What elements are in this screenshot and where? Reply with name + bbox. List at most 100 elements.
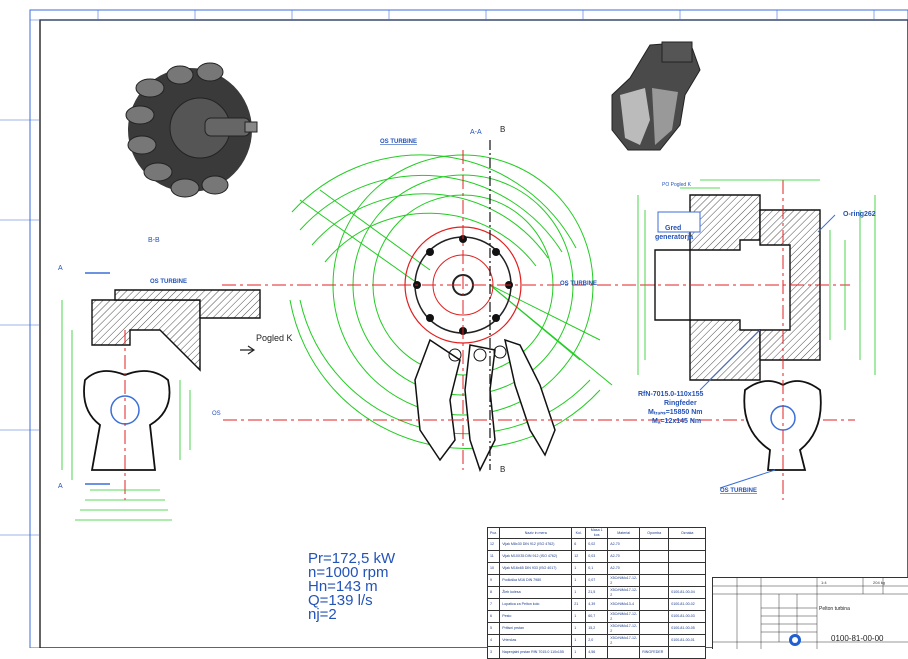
bom-cell: 60,7 bbox=[585, 610, 609, 623]
bom-cell: 10 bbox=[486, 562, 501, 575]
os-turbine-label-right: OS TURBINE bbox=[720, 488, 757, 494]
runner-section-view bbox=[222, 140, 855, 472]
spec-flow: Q=139 l/s bbox=[308, 592, 373, 609]
spec-jets: nj=2 bbox=[308, 606, 337, 623]
bom-cell: A2-70 bbox=[607, 550, 641, 563]
bom-cell: Lopatica za Pelton kolo bbox=[499, 598, 573, 611]
bom-cell: 11 bbox=[486, 550, 501, 563]
bom-cell bbox=[639, 622, 670, 635]
bom-cell: X5CrNiMo17-12-2 bbox=[607, 610, 641, 623]
bom-header: Opomba bbox=[639, 527, 670, 539]
bom-cell: 0100-81-00-03 bbox=[668, 610, 707, 623]
ringfeder-line-3: Mₜᵣₐₙₛ=15850 Nm bbox=[648, 409, 702, 416]
bom-cell: Podloška M16 DIN 7980 bbox=[499, 574, 573, 587]
bom-cell: 21,5 bbox=[585, 586, 609, 599]
bom-cell: A2-70 bbox=[607, 562, 641, 575]
bom-cell: A2-70 bbox=[607, 538, 641, 551]
drawing-number: 0100-81-00-00 bbox=[831, 634, 884, 643]
bom-cell: 1 bbox=[571, 586, 587, 599]
po-pogled-k-label: PO Pogled K bbox=[662, 182, 692, 188]
bom-header: Kol. bbox=[571, 527, 587, 539]
bom-cell: 1 bbox=[571, 634, 587, 647]
bom-cell: X5CrNiMo17-12-2 bbox=[607, 586, 641, 599]
bom-cell: 4,56 bbox=[585, 646, 609, 659]
bom-cell: 0100-81-00-04 bbox=[668, 586, 707, 599]
section-bb-view bbox=[61, 272, 261, 521]
bom-cell bbox=[639, 598, 670, 611]
bom-cell: X5CrNiMo17-12-2 bbox=[607, 574, 641, 587]
bom-header: Material bbox=[607, 527, 641, 539]
bom-cell bbox=[639, 610, 670, 623]
bom-cell: 0,1 bbox=[585, 562, 609, 575]
bom-cell bbox=[668, 538, 707, 551]
bom-header: Masa 1 kos bbox=[585, 527, 609, 539]
bom-cell: 12 bbox=[486, 538, 501, 551]
bom-cell bbox=[668, 562, 707, 575]
bom-header: Naziv in mera bbox=[499, 527, 573, 539]
bom-header: Poz. bbox=[486, 527, 501, 539]
mass-value: 204 kg bbox=[873, 580, 886, 585]
bom-cell: 0100-81-00-05 bbox=[668, 622, 707, 635]
bom-cell: 0100-81-00-02 bbox=[668, 598, 707, 611]
bom-cell: 6 bbox=[571, 538, 587, 551]
section-a-marker-bottom: A bbox=[58, 483, 63, 490]
bom-cell bbox=[607, 646, 641, 659]
bom-cell: 5 bbox=[486, 622, 501, 635]
bom-cell: 0,03 bbox=[585, 550, 609, 563]
section-b-marker-top: B bbox=[500, 125, 505, 134]
os-label: OS bbox=[212, 411, 221, 417]
section-aa-label: A-A bbox=[470, 129, 482, 136]
bom-cell: Vijak M10X35 DIN 912 (ISO 4762) bbox=[499, 550, 573, 563]
spec-speed: n=1000 rpm bbox=[308, 564, 389, 581]
outer-frame bbox=[29, 9, 908, 648]
os-turbine-label-center: OS TURBINE bbox=[560, 281, 597, 287]
bom-cell bbox=[639, 550, 670, 563]
bom-cell: Vijak M8x30 DIN 912 (ISO 4762) bbox=[499, 538, 573, 551]
bom-cell: 21 bbox=[571, 598, 587, 611]
o-ring-label: O-ring262 bbox=[843, 211, 876, 218]
bom-cell: 7 bbox=[486, 598, 501, 611]
bom-cell: Vijak M16x65 DIN 933 (ISO 4017) bbox=[499, 562, 573, 575]
bom-cell: 0100-81-00-01 bbox=[668, 634, 707, 647]
spec-head: Hn=143 m bbox=[308, 578, 378, 595]
bom-header-row: Poz. Naziv in mera Kol. Masa 1 kos Mater… bbox=[486, 527, 707, 539]
bom-cell: X5CrNiMo17-12-2 bbox=[607, 634, 641, 647]
bom-cell: Pesto bbox=[499, 610, 573, 623]
section-bb-label: B-B bbox=[148, 237, 160, 244]
section-b-marker-bottom: B bbox=[500, 465, 505, 474]
bom-cell bbox=[668, 574, 707, 587]
bom-cell: 12 bbox=[571, 550, 587, 563]
ringfeder-line-4: Mₐ=12x145 Nm bbox=[652, 418, 701, 425]
bom-cell: 1 bbox=[571, 622, 587, 635]
bom-cell: 9 bbox=[486, 574, 501, 587]
bom-cell: 4,39 bbox=[585, 598, 609, 611]
bill-of-materials: Poz. Naziv in mera Kol. Masa 1 kos Mater… bbox=[486, 527, 707, 659]
title-block: Pelton turbina 1:4 204 kg 0100-81-00-00 bbox=[712, 577, 908, 649]
spec-power: Pr=172,5 kW bbox=[308, 550, 396, 567]
pogled-k-arrow bbox=[240, 345, 256, 355]
section-a-marker-top: A bbox=[58, 265, 63, 272]
bom-cell: 1 bbox=[571, 610, 587, 623]
bom-cell: 2,0 bbox=[585, 634, 609, 647]
bom-cell: 3 bbox=[486, 646, 501, 659]
bom-cell: Napenjalni prstan RfN 7015.0 110x155 bbox=[499, 646, 573, 659]
bom-cell bbox=[639, 634, 670, 647]
bom-cell: 8 bbox=[486, 586, 501, 599]
bom-cell: 0,07 bbox=[585, 574, 609, 587]
gred-label-2: generatorja bbox=[655, 234, 693, 241]
bom-cell: RINGFEDER bbox=[639, 646, 670, 659]
bom-cell: 1 bbox=[571, 646, 587, 659]
bom-cell bbox=[668, 550, 707, 563]
ringfeder-line-2: Ringfeder bbox=[664, 400, 697, 407]
bom-cell: 6 bbox=[486, 610, 501, 623]
gred-label-1: Gred bbox=[665, 225, 681, 232]
